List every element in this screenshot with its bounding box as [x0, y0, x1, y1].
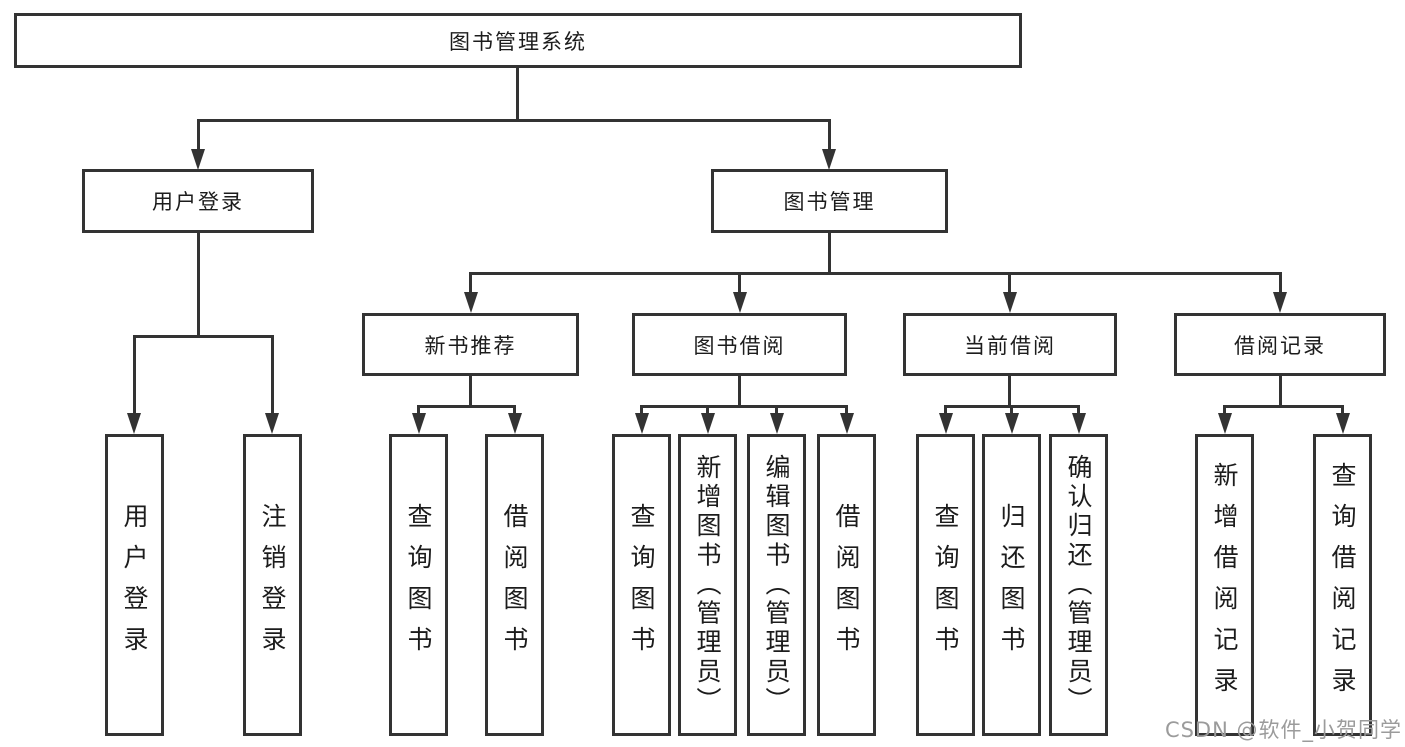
leaf-borrow-books-1: 借阅图书: [485, 434, 544, 736]
arrow-to-return-books: [1005, 413, 1019, 434]
connector-book-management-stem: [828, 233, 831, 274]
leaf-borrow-books-1-label: 借阅图书: [500, 503, 529, 667]
arrow-to-book-borrow: [733, 292, 747, 313]
connector-drop-book-borrow: [738, 272, 741, 295]
node-borrow-records-label: 借阅记录: [1234, 333, 1326, 358]
node-new-book-recommend: 新书推荐: [362, 313, 579, 376]
arrow-to-confirm-return: [1072, 413, 1086, 434]
leaf-return-books-label: 归还图书: [997, 503, 1026, 667]
leaf-query-books-3: 查询图书: [916, 434, 975, 736]
arrow-to-borrow-records: [1273, 292, 1287, 313]
node-book-borrow: 图书借阅: [632, 313, 847, 376]
node-current-borrow-label: 当前借阅: [964, 333, 1056, 358]
connector-drop-leaf-user-login: [133, 335, 136, 415]
connector-drop-query-books-3: [944, 405, 947, 415]
node-new-book-recommend-label: 新书推荐: [424, 333, 517, 358]
node-book-management: 图书管理: [711, 169, 948, 233]
connector-drop-borrow-books-2: [845, 405, 848, 415]
arrow-to-leaf-user-login: [127, 413, 141, 434]
connector-drop-edit-books-admin: [775, 405, 778, 415]
node-borrow-records: 借阅记录: [1174, 313, 1386, 376]
connector-drop-leaf-logout: [271, 335, 274, 415]
node-current-borrow: 当前借阅: [903, 313, 1117, 376]
leaf-return-books: 归还图书: [982, 434, 1041, 736]
connector-drop-add-borrow-record: [1223, 405, 1226, 415]
connector-root-branch-line: [197, 119, 831, 122]
node-book-borrow-label: 图书借阅: [693, 333, 786, 358]
leaf-confirm-return-admin: 确认归还（管理员）: [1049, 434, 1108, 736]
leaf-query-books-2-label: 查询图书: [627, 503, 656, 667]
connector-drop-add-books-admin: [706, 405, 709, 415]
leaf-borrow-books-2-label: 借阅图书: [832, 503, 861, 667]
leaf-query-books-2: 查询图书: [612, 434, 671, 736]
leaf-add-books-admin: 新增图书（管理员）: [678, 434, 737, 736]
arrow-to-borrow-books-1: [508, 413, 522, 434]
arrow-to-edit-books-admin: [770, 413, 784, 434]
leaf-add-borrow-record-label: 新增借阅记录: [1210, 462, 1239, 708]
connector-current-borrow-stem: [1008, 376, 1011, 407]
leaf-edit-books-admin-label: 编辑图书（管理员）: [762, 454, 791, 716]
connector-user-login-branch-line: [133, 335, 274, 338]
arrow-to-borrow-books-2: [840, 413, 854, 434]
arrow-to-query-books-1: [412, 413, 426, 434]
connector-borrow-records-branch-line: [1223, 405, 1344, 408]
arrow-to-current-borrow: [1003, 292, 1017, 313]
arrow-to-add-borrow-record: [1218, 413, 1232, 434]
connector-new-book-recommend-branch-line: [417, 405, 516, 408]
arrow-to-query-books-2: [635, 413, 649, 434]
arrow-to-new-book-recommend: [464, 292, 478, 313]
node-book-management-label: 图书管理: [783, 190, 876, 214]
leaf-logout-label: 注销登录: [258, 503, 287, 667]
connector-book-borrow-branch-line: [640, 405, 848, 408]
connector-drop-new-book-recommend: [469, 272, 472, 295]
leaf-query-books-1: 查询图书: [389, 434, 448, 736]
connector-book-borrow-stem: [738, 376, 741, 407]
connector-drop-confirm-return: [1077, 405, 1080, 415]
connector-drop-current-borrow: [1008, 272, 1011, 295]
connector-drop-query-borrow-record: [1341, 405, 1344, 415]
connector-drop-query-books-1: [417, 405, 420, 415]
leaf-add-books-admin-label: 新增图书（管理员）: [693, 454, 722, 716]
leaf-query-books-1-label: 查询图书: [404, 503, 433, 667]
connector-user-login-stem: [197, 233, 200, 337]
leaf-user-login: 用户登录: [105, 434, 164, 736]
leaf-add-borrow-record: 新增借阅记录: [1195, 434, 1254, 736]
connector-drop-borrow-books-1: [513, 405, 516, 415]
connector-borrow-records-stem: [1279, 376, 1282, 407]
connector-drop-book-management: [828, 119, 831, 151]
node-user-login-branch: 用户登录: [82, 169, 314, 233]
connector-drop-query-books-2: [640, 405, 643, 415]
leaf-edit-books-admin: 编辑图书（管理员）: [747, 434, 806, 736]
arrow-to-add-books-admin: [701, 413, 715, 434]
arrow-to-query-books-3: [939, 413, 953, 434]
leaf-user-login-label: 用户登录: [120, 503, 149, 667]
leaf-confirm-return-admin-label: 确认归还（管理员）: [1064, 454, 1093, 716]
connector-root-stem: [516, 66, 519, 119]
leaf-query-borrow-record: 查询借阅记录: [1313, 434, 1372, 736]
arrow-to-query-borrow-record: [1336, 413, 1350, 434]
arrow-to-book-management: [822, 149, 836, 170]
connector-drop-return-books: [1010, 405, 1013, 415]
watermark: CSDN @软件_小贺同学: [1164, 718, 1402, 742]
leaf-logout: 注销登录: [243, 434, 302, 736]
connector-new-book-recommend-stem: [469, 376, 472, 407]
arrow-to-leaf-logout: [265, 413, 279, 434]
connector-drop-borrow-records: [1279, 272, 1282, 295]
connector-book-management-branch-line: [469, 272, 1282, 275]
leaf-query-books-3-label: 查询图书: [931, 503, 960, 667]
node-user-login-branch-label: 用户登录: [152, 190, 244, 214]
arrow-to-user-login: [191, 149, 205, 170]
node-root-label: 图书管理系统: [449, 29, 587, 54]
connector-drop-user-login: [197, 119, 200, 151]
node-root: 图书管理系统: [14, 13, 1022, 68]
leaf-query-borrow-record-label: 查询借阅记录: [1328, 462, 1357, 708]
leaf-borrow-books-2: 借阅图书: [817, 434, 876, 736]
